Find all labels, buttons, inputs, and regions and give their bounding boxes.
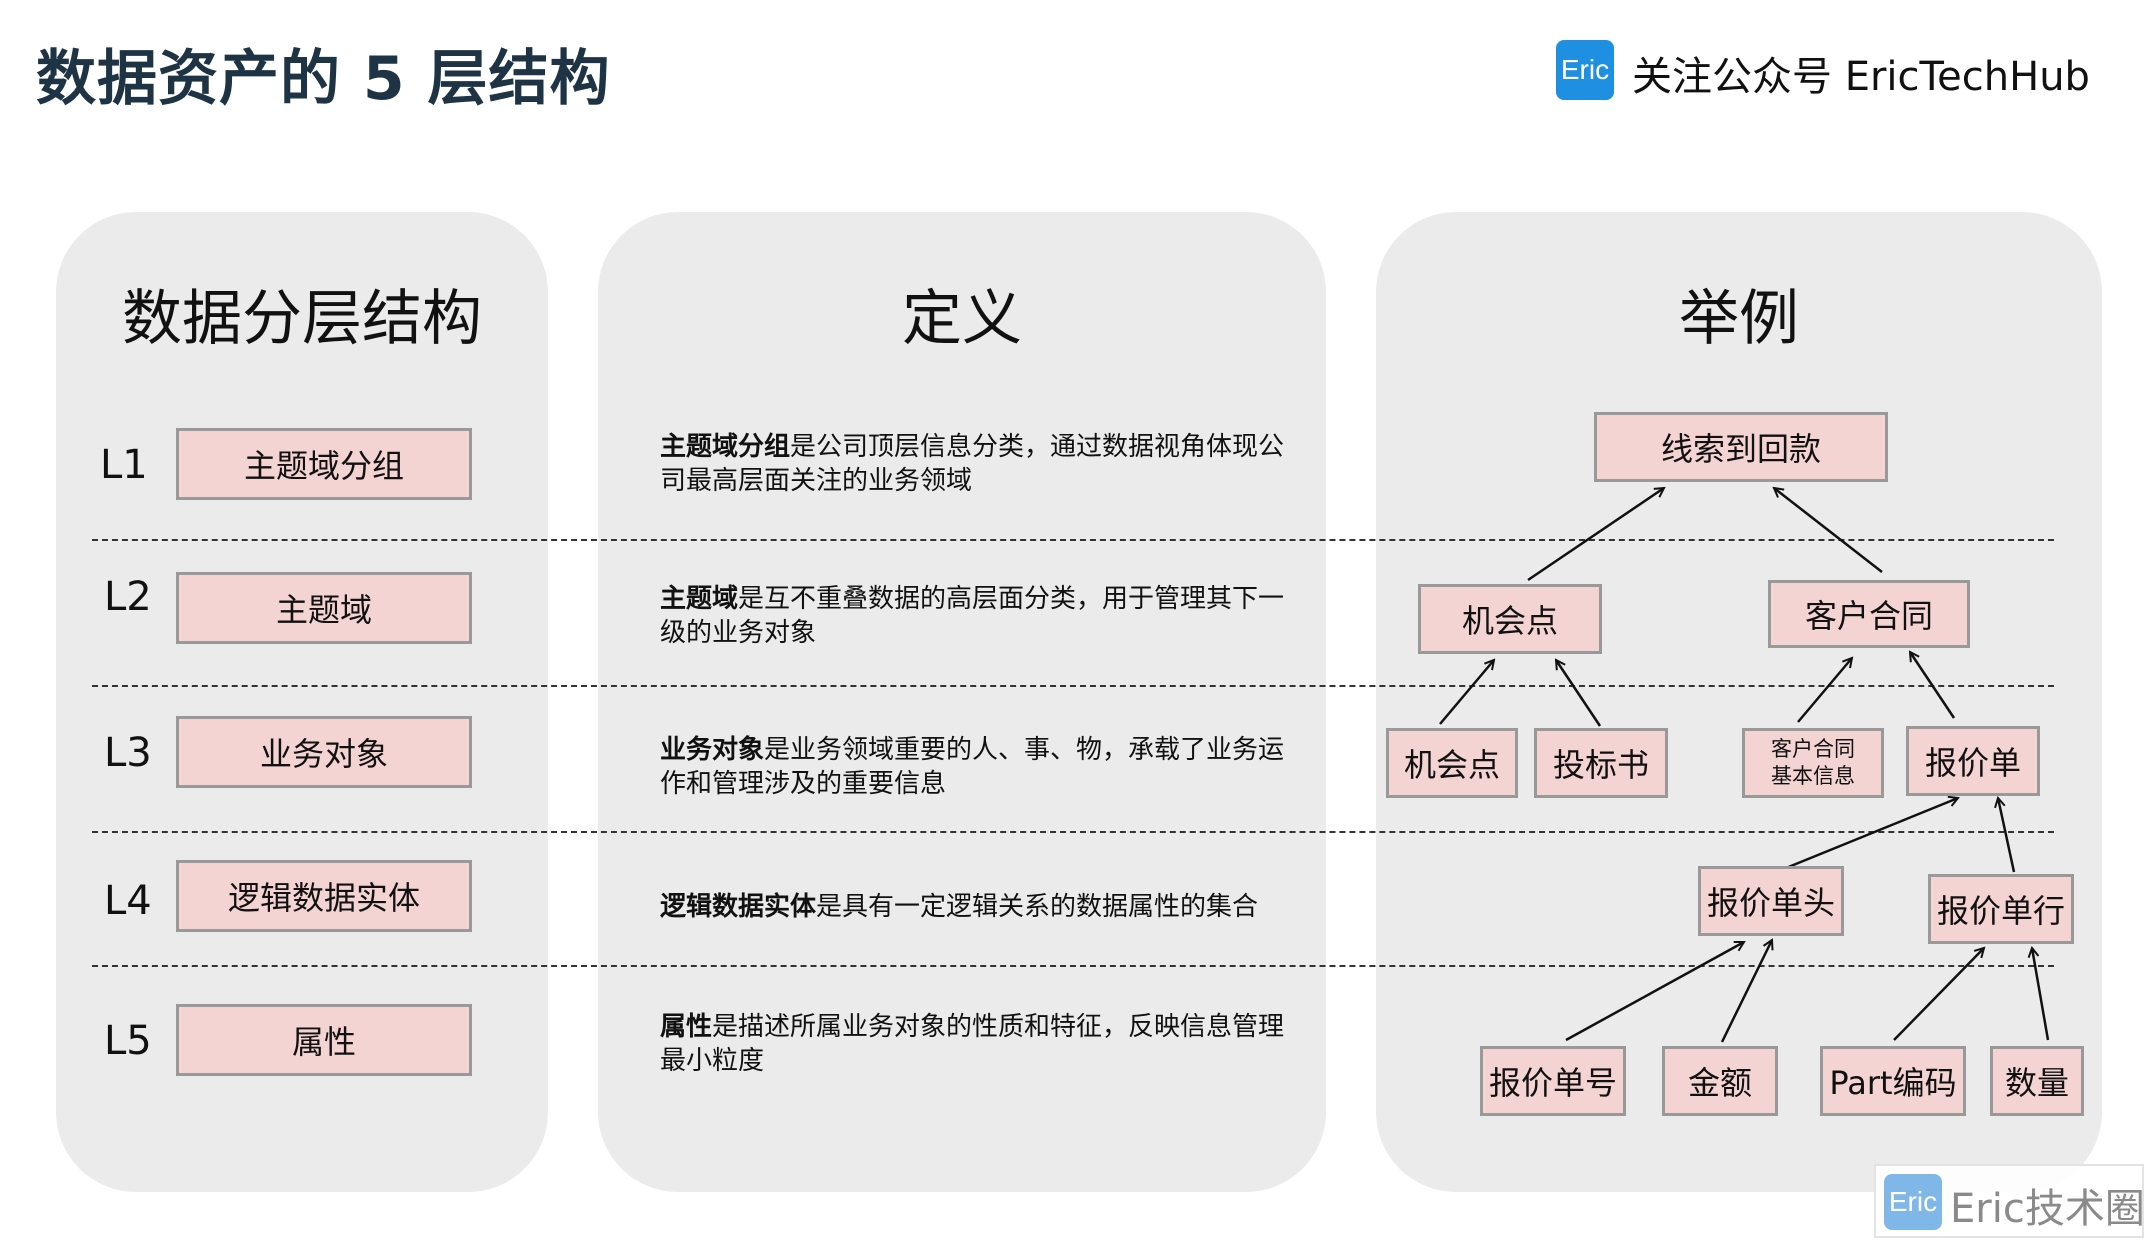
level-box-l2: 主题域 [176, 572, 472, 644]
arrow-amount-to-header [1720, 940, 1772, 1043]
level-box-l3: 业务对象 [176, 716, 472, 788]
arrow-quote-line-to-quote [1998, 798, 2016, 873]
node-line: 客户合同 [1771, 737, 1855, 761]
level-box-l4: 逻辑数据实体 [176, 860, 472, 932]
node-l3-contract-basic-info: 客户合同 基本信息 [1742, 728, 1884, 798]
definition-l3: 业务对象是业务领域重要的人、事、物，承载了业务运作和管理涉及的重要信息 [660, 733, 1300, 801]
definition-term: 业务对象 [660, 735, 765, 765]
level-divider [92, 685, 2054, 687]
brand-text: 关注公众号 EricTechHub [1632, 54, 2090, 100]
arrow-quote-header-to-quote [1785, 798, 1958, 870]
arrow-bid-to-l2 [1556, 660, 1602, 727]
node-l5-part-code: Part编码 [1820, 1046, 1966, 1116]
layers-column-header: 数据分层结构 [122, 284, 482, 354]
node-l4-quote-header: 报价单头 [1698, 866, 1844, 936]
definition-term: 逻辑数据实体 [660, 892, 817, 922]
example-panel [1376, 212, 2102, 1192]
definition-text: 是互不重叠数据的高层面分类，用于管理其下一级的业务对象 [660, 584, 1285, 648]
node-l3-quote: 报价单 [1906, 726, 2040, 796]
node-l5-amount: 金额 [1662, 1046, 1778, 1116]
level-divider [92, 965, 2054, 967]
level-box-l5: 属性 [176, 1004, 472, 1076]
definition-term: 主题域分组 [660, 432, 791, 462]
node-l2-contract: 客户合同 [1768, 580, 1970, 648]
node-l3-bid: 投标书 [1534, 728, 1668, 798]
arrow-part-code-to-line [1893, 948, 1984, 1041]
watermark-text: Eric技术圈 [1950, 1186, 2145, 1232]
definition-l2: 主题域是互不重叠数据的高层面分类，用于管理其下一级的业务对象 [660, 582, 1300, 650]
level-box-l1: 主题域分组 [176, 428, 472, 500]
definition-term: 属性 [660, 1012, 713, 1042]
definition-text: 是描述所属业务对象的性质和特征，反映信息管理最小粒度 [660, 1012, 1285, 1076]
level-code-l5: L5 [104, 1018, 152, 1064]
definition-term: 主题域 [660, 584, 739, 614]
level-divider [92, 831, 2054, 833]
definition-text: 是公司顶层信息分类，通过数据视角体现公司最高层面关注的业务领域 [660, 432, 1285, 496]
watermark-logo: Eric [1884, 1174, 1942, 1230]
page-title: 数据资产的 5 层结构 [36, 44, 611, 114]
definition-l1: 主题域分组是公司顶层信息分类，通过数据视角体现公司最高层面关注的业务领域 [660, 430, 1300, 498]
definition-text: 是业务领域重要的人、事、物，承载了业务运作和管理涉及的重要信息 [660, 735, 1285, 799]
definition-text: 是具有一定逻辑关系的数据属性的集合 [816, 892, 1259, 922]
level-code-l4: L4 [104, 878, 152, 924]
node-l1-lead-to-cash: 线索到回款 [1594, 412, 1888, 482]
node-l3-opportunity: 机会点 [1386, 728, 1518, 798]
node-l5-quote-number: 报价单号 [1480, 1046, 1626, 1116]
level-divider [92, 539, 2054, 541]
definition-panel [598, 212, 1326, 1192]
arrow-opportunity-l3-to-l2 [1439, 660, 1494, 725]
node-line: 基本信息 [1771, 764, 1855, 788]
definition-l5: 属性是描述所属业务对象的性质和特征，反映信息管理最小粒度 [660, 1010, 1300, 1078]
node-l4-quote-line: 报价单行 [1928, 874, 2074, 944]
arrow-contract-to-l1 [1774, 488, 1883, 573]
level-code-l2: L2 [104, 574, 152, 620]
arrow-opportunity-to-l1 [1527, 488, 1664, 582]
definition-l4: 逻辑数据实体是具有一定逻辑关系的数据属性的集合 [660, 890, 1300, 924]
level-code-l3: L3 [104, 730, 152, 776]
arrow-quantity-to-line [2032, 948, 2050, 1041]
level-code-l1: L1 [100, 442, 148, 488]
definition-column-header: 定义 [902, 284, 1022, 354]
node-l2-opportunity: 机会点 [1418, 584, 1602, 654]
arrow-contract-info-to-l2 [1797, 658, 1852, 723]
arrow-quote-to-l2 [1910, 652, 1956, 719]
example-column-header: 举例 [1679, 284, 1799, 354]
arrow-quote-no-to-header [1565, 940, 1744, 1042]
node-l5-quantity: 数量 [1990, 1046, 2084, 1116]
brand-logo: Eric [1556, 40, 1614, 100]
